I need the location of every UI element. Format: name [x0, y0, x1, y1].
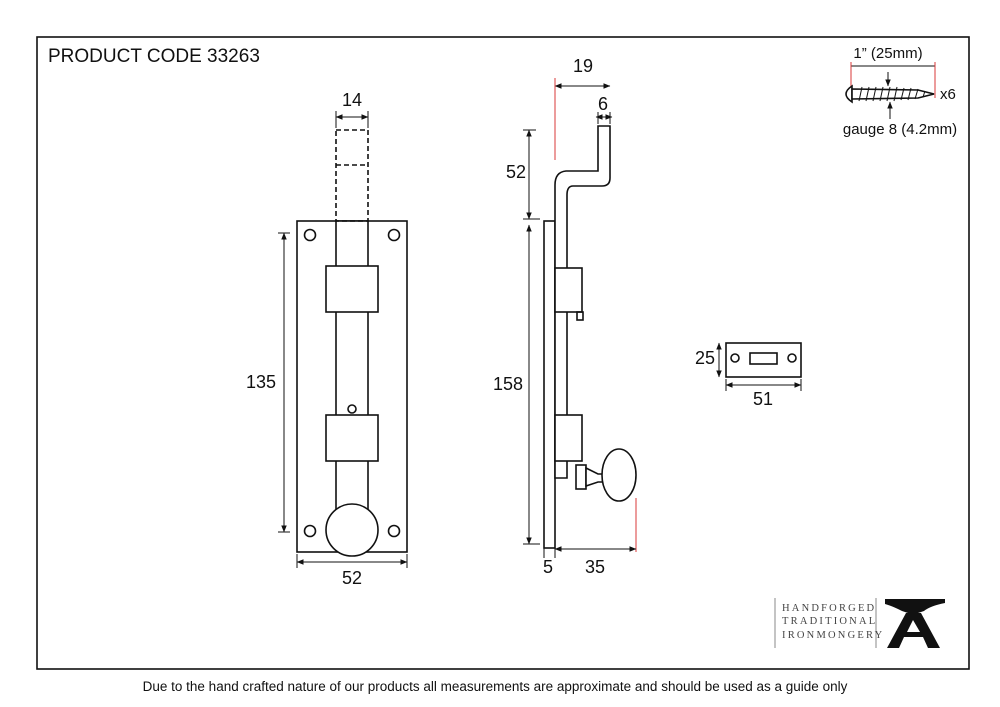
keep-slot	[749, 352, 778, 365]
anvil-a-icon	[885, 599, 945, 648]
side-backplate	[543, 220, 556, 549]
side-view: 19 6 52 158 5 35	[493, 56, 637, 577]
bolt-extended-outline	[335, 129, 369, 222]
upper-staple	[325, 265, 379, 313]
screw-gauge: gauge 8 (4.2mm)	[843, 121, 957, 138]
dim-knob-projection: 35	[585, 557, 605, 577]
dim-side-height: 158	[493, 374, 523, 394]
dim-keep-height: 25	[695, 348, 715, 368]
dim-plate-width: 52	[342, 568, 362, 588]
dim-bolt-width: 14	[342, 90, 362, 110]
stop-pin	[347, 404, 357, 414]
screw-hole-top-left	[303, 228, 317, 242]
logo-line-3: IRONMONGERY	[782, 630, 884, 641]
dim-bolt-thickness: 6	[598, 94, 608, 114]
keep-hole-right	[787, 353, 797, 363]
dim-plate-thickness: 5	[543, 557, 553, 577]
dim-throw-height: 52	[506, 162, 526, 182]
lower-staple	[325, 414, 379, 462]
side-staple-foot	[576, 311, 584, 321]
keep-plate	[725, 342, 802, 378]
front-view: 14 135 52	[246, 90, 408, 588]
drawing-frame	[36, 36, 970, 670]
side-upper-staple	[554, 267, 583, 313]
dim-depth: 19	[573, 56, 593, 76]
knob-collar	[575, 464, 587, 490]
dim-keep-width: 51	[753, 389, 773, 409]
screw-shank-icon	[851, 88, 935, 100]
screw-length: 1” (25mm)	[853, 45, 922, 62]
screw-thread-icon	[858, 86, 926, 102]
logo-line-1: HANDFORGED	[782, 603, 876, 614]
brand-logo: HANDFORGED TRADITIONAL IRONMONGERY	[774, 598, 945, 648]
screw-quantity: x6	[940, 86, 956, 103]
dim-plate-height: 135	[246, 372, 276, 392]
screw-detail: 1” (25mm) x6 gauge 8 (4.2mm)	[843, 45, 957, 138]
side-knob	[601, 448, 637, 502]
side-lower-staple	[554, 414, 583, 462]
front-knob	[325, 503, 379, 557]
screw-head-icon	[845, 84, 853, 104]
logo-line-2: TRADITIONAL	[782, 616, 877, 627]
keep-hole-left	[730, 353, 740, 363]
screw-hole-top-right	[387, 228, 401, 242]
footer-disclaimer: Due to the hand crafted nature of our pr…	[143, 679, 848, 694]
keep-view: 25 51	[695, 342, 802, 409]
screw-hole-bottom-left	[303, 524, 317, 538]
screw-hole-bottom-right	[387, 524, 401, 538]
product-code: PRODUCT CODE 33263	[48, 46, 260, 67]
